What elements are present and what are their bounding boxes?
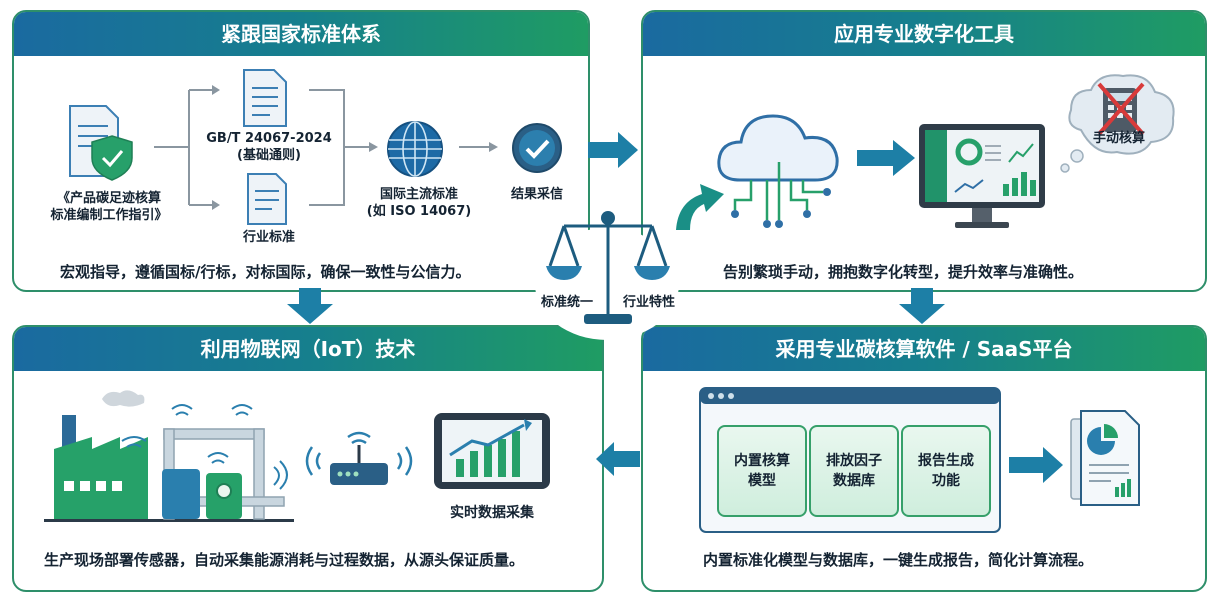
panel-title: 利用物联网（IoT）技术 [14, 327, 602, 371]
panel-title: 采用专业碳核算软件 / SaaS平台 [643, 327, 1205, 371]
dashboard-monitor-icon [919, 124, 1045, 228]
guideline-doc-label: 《产品碳足迹核算 标准编制工作指引》 [50, 191, 168, 223]
industry-feature-label: 行业特性 [622, 295, 675, 310]
curved-arrow-icon [676, 184, 724, 230]
module-emission-factor-db: 排放因子 数据库 [809, 425, 899, 517]
arrow-down-left-icon [287, 288, 333, 324]
balance-scale-icon [546, 211, 670, 324]
realtime-collection-label: 实时数据采集 [450, 505, 534, 521]
module-report-generation: 报告生成 功能 [901, 425, 991, 517]
globe-icon [387, 121, 443, 177]
arrow-right-top-icon [588, 132, 638, 168]
panel-caption: 生产现场部署传感器，自动采集能源消耗与过程数据，从源头保证质量。 [44, 551, 525, 569]
panel-title: 紧跟国家标准体系 [14, 12, 588, 56]
gbt-standard-label: GB/T 24067-2024 (基础通则) [206, 131, 332, 163]
panel-caption: 告别繁琐手动，拥抱数字化转型，提升效率与准确性。 [723, 263, 1084, 281]
panel-national-standards: 紧跟国家标准体系 《产品碳足迹核算 标准编制工作指引》 GB/T 24067-2… [12, 10, 590, 292]
standard-unity-label: 标准统一 [540, 295, 593, 310]
panel-digital-tools: 应用专业数字化工具 手动核算 告别繁琐手动，拥抱数字 [641, 10, 1207, 292]
standards-flow-lines [154, 85, 498, 210]
report-document-icon [1070, 410, 1140, 506]
industry-document-icon [247, 173, 287, 225]
module-calc-model: 内置核算 模型 [717, 425, 807, 517]
arrow-left-icon [596, 442, 640, 476]
arrow-down-right-icon [899, 288, 945, 324]
panel-caption: 内置标准化模型与数据库，一键生成报告，简化计算流程。 [703, 551, 1094, 569]
document-shield-icon [69, 105, 133, 181]
panel-iot: 利用物联网（IoT）技术 [12, 325, 604, 592]
arrow-right-icon [1009, 447, 1063, 483]
panel-saas: 采用专业碳核算软件 / SaaS平台 内置核算 模型 排放因子 数据库 报告生成… [641, 325, 1207, 592]
manual-calc-label: 手动核算 [1092, 131, 1145, 146]
gbt-document-icon [243, 69, 287, 127]
international-standard-label: 国际主流标准 (如 ISO 14067) [366, 187, 472, 219]
cloud-circuit-icon [717, 114, 839, 228]
arrow-right-icon [857, 140, 915, 176]
industry-standard-label: 行业标准 [242, 230, 295, 245]
result-accepted-label: 结果采信 [510, 187, 563, 202]
wireless-router-icon [305, 431, 413, 485]
check-circle-icon [512, 123, 562, 173]
thought-cloud-icon [1060, 74, 1175, 173]
factory-sensors-icon [44, 390, 294, 522]
tablet-chart-icon [434, 413, 550, 489]
panel-caption: 宏观指导，遵循国标/行标，对标国际，确保一致性与公信力。 [60, 263, 471, 281]
panel-title: 应用专业数字化工具 [643, 12, 1205, 56]
